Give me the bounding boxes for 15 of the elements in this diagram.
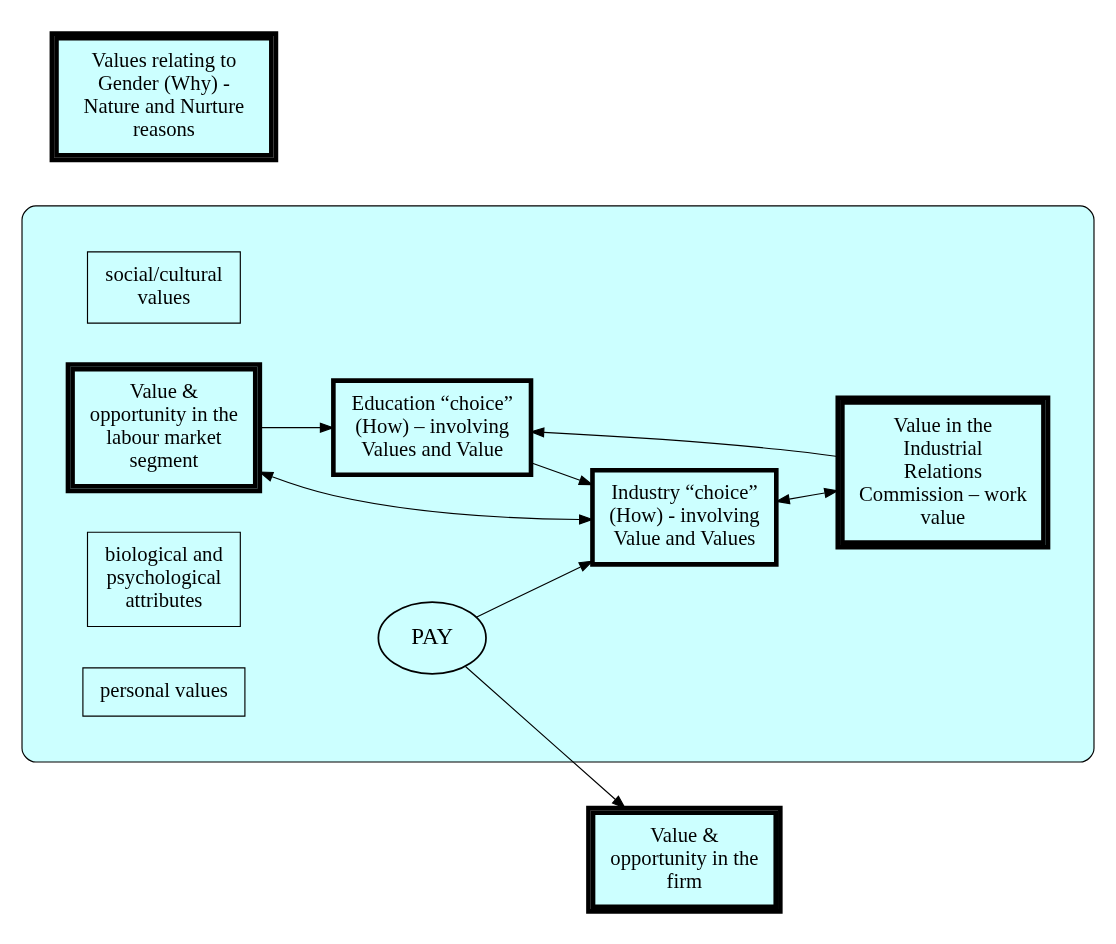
node-ellipse: PAY (377, 600, 487, 675)
node-box: Industry “choice” (How) - involving Value and Values (590, 467, 779, 567)
arrow (464, 665, 627, 809)
node-box: social/cultural values (86, 250, 241, 324)
cluster (21, 204, 1095, 763)
node-box: personal values (82, 666, 246, 717)
node-box: Values relating to Gender (Why) - Nature and Nurture reasons (49, 30, 279, 162)
node-box: Value & opportunity in the labour market segment (65, 361, 263, 493)
node-box: Education “choice” (How) – involving Values and Value (331, 377, 534, 477)
node-box: Value in the Industrial Relations Commission – work value (835, 395, 1051, 549)
arrow (259, 421, 335, 433)
node-box: biological and psychological attributes (86, 531, 241, 627)
arrow (530, 461, 594, 485)
arrow (475, 560, 594, 618)
node-box: Value & opportunity in the firm (586, 805, 783, 914)
